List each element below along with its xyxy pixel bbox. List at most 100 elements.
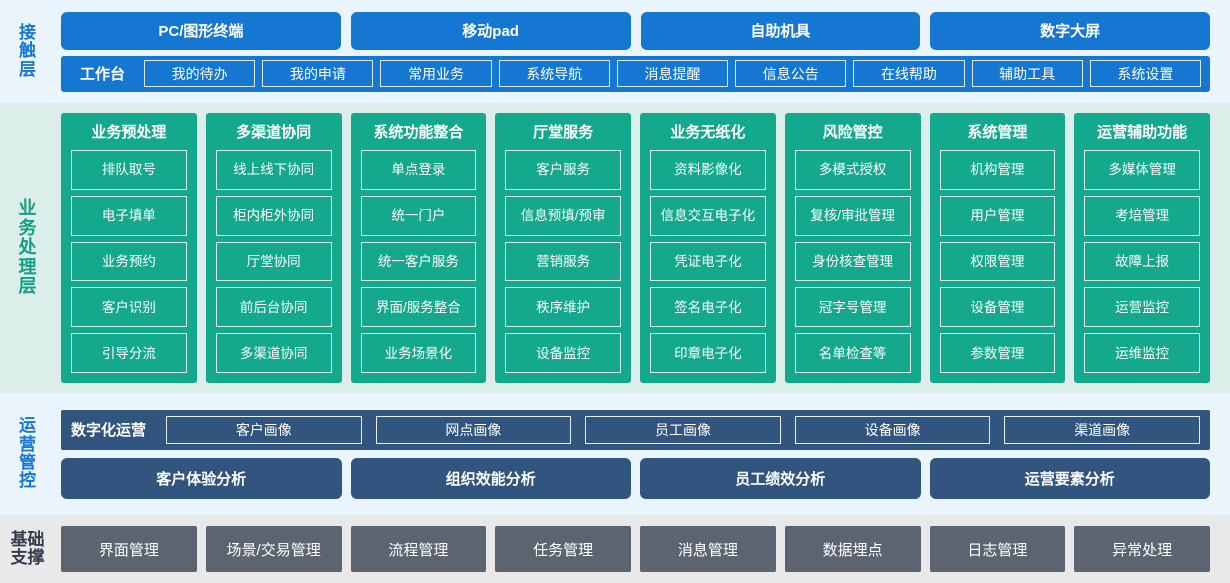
column-item[interactable]: 客户识别 — [71, 287, 187, 328]
column-item[interactable]: 运维监控 — [1084, 333, 1200, 373]
portrait-item-branch[interactable]: 网点画像 — [375, 415, 572, 444]
column-item[interactable]: 故障上报 — [1084, 241, 1200, 282]
channel-pill-digital-screen[interactable]: 数字大屏 — [930, 11, 1210, 50]
business-column-operation-support: 运营辅助功能 多媒体管理 考培管理 故障上报 运营监控 运维监控 — [1074, 113, 1210, 383]
foundation-item-task-management[interactable]: 任务管理 — [495, 526, 631, 572]
layer-business-label-char: 处 — [18, 237, 37, 258]
digital-operations-title: 数字化运营 — [71, 422, 147, 439]
layer-business-label: 业 务 处 理 层 — [0, 103, 55, 393]
foundation-item-scenario-transaction[interactable]: 场景/交易管理 — [205, 526, 342, 572]
column-item[interactable]: 前后台协同 — [215, 287, 332, 328]
business-column-system-integration: 系统功能整合 单点登录 统一门户 统一客户服务 界面/服务整合 业务场景化 — [350, 113, 487, 383]
layer-business-body: 业务预处理 排队取号 电子填单 业务预约 客户识别 引导分流 多渠道协同 线上线… — [55, 103, 1230, 393]
analysis-item-operation-factors[interactable]: 运营要素分析 — [929, 457, 1210, 499]
column-title: 多渠道协同 — [236, 124, 312, 141]
column-item[interactable]: 统一客户服务 — [360, 241, 477, 282]
column-item[interactable]: 名单检查等 — [794, 333, 911, 373]
column-item[interactable]: 机构管理 — [939, 150, 1056, 190]
business-column-multichannel: 多渠道协同 线上线下协同 柜内柜外协同 厅堂协同 前后台协同 多渠道协同 — [205, 113, 342, 383]
layer-channel-label: 接 触 层 — [0, 0, 55, 103]
column-item[interactable]: 印章电子化 — [650, 333, 766, 373]
layer-foundation-label-char: 支撑 — [10, 548, 45, 567]
column-item[interactable]: 多渠道协同 — [215, 333, 332, 373]
workbench-item-system-settings[interactable]: 系统设置 — [1089, 60, 1201, 87]
column-item[interactable]: 信息交互电子化 — [650, 195, 766, 236]
column-item[interactable]: 设备管理 — [939, 287, 1056, 328]
business-column-paperless: 业务无纸化 资料影像化 信息交互电子化 凭证电子化 签名电子化 印章电子化 — [640, 113, 776, 383]
analysis-item-customer-experience[interactable]: 客户体验分析 — [61, 457, 342, 499]
column-item[interactable]: 业务预约 — [71, 241, 187, 282]
foundation-item-data-tracking[interactable]: 数据埋点 — [784, 526, 921, 572]
channel-pill-mobile-pad[interactable]: 移动pad — [350, 11, 631, 50]
portrait-item-employee[interactable]: 员工画像 — [585, 415, 781, 444]
column-item[interactable]: 电子填单 — [71, 195, 187, 236]
foundation-item-process-management[interactable]: 流程管理 — [350, 526, 487, 572]
layer-foundation: 基础 支撑 界面管理 场景/交易管理 流程管理 任务管理 消息管理 数据埋点 日… — [0, 515, 1230, 583]
business-column-lobby-service: 厅堂服务 客户服务 信息预填/预审 营销服务 秩序维护 设备监控 — [495, 113, 631, 383]
column-item[interactable]: 营销服务 — [505, 241, 621, 282]
workbench-item-my-todo[interactable]: 我的待办 — [144, 60, 256, 87]
portrait-item-channel[interactable]: 渠道画像 — [1004, 415, 1200, 444]
column-item[interactable]: 多模式授权 — [794, 150, 911, 190]
analysis-item-org-efficiency[interactable]: 组织效能分析 — [350, 457, 631, 499]
column-item[interactable]: 统一门户 — [360, 195, 477, 236]
column-item[interactable]: 信息预填/预审 — [505, 195, 621, 236]
column-item[interactable]: 复核/审批管理 — [794, 195, 911, 236]
workbench-item-announcement[interactable]: 信息公告 — [735, 60, 847, 87]
column-item[interactable]: 引导分流 — [71, 333, 187, 373]
column-title: 运营辅助功能 — [1097, 124, 1188, 141]
column-item[interactable]: 资料影像化 — [650, 150, 766, 190]
workbench-item-system-navigation[interactable]: 系统导航 — [498, 60, 610, 87]
column-item[interactable]: 柜内柜外协同 — [215, 195, 332, 236]
portrait-item-customer[interactable]: 客户画像 — [166, 415, 362, 444]
column-title: 业务无纸化 — [670, 124, 746, 141]
analysis-item-employee-performance[interactable]: 员工绩效分析 — [640, 457, 921, 499]
column-item[interactable]: 单点登录 — [360, 150, 477, 190]
column-item[interactable]: 凭证电子化 — [650, 241, 766, 282]
layer-operations-label-char: 运 — [19, 416, 36, 436]
column-title: 系统功能整合 — [373, 124, 464, 141]
portrait-item-device[interactable]: 设备画像 — [794, 415, 991, 444]
column-item[interactable]: 考培管理 — [1084, 195, 1200, 236]
column-item[interactable]: 秩序维护 — [505, 287, 621, 328]
column-title: 业务预处理 — [91, 124, 167, 141]
layer-channel-label-char: 接 — [19, 22, 36, 42]
column-item[interactable]: 参数管理 — [939, 333, 1056, 373]
layer-business-label-char: 务 — [18, 217, 37, 238]
column-item[interactable]: 线上线下协同 — [215, 150, 332, 190]
layer-operations: 运 营 管 控 数字化运营 客户画像 网点画像 员工画像 设备画像 渠道画像 客… — [0, 393, 1230, 515]
column-item[interactable]: 设备监控 — [505, 333, 621, 373]
column-item[interactable]: 界面/服务整合 — [360, 287, 477, 328]
layer-foundation-body: 界面管理 场景/交易管理 流程管理 任务管理 消息管理 数据埋点 日志管理 异常… — [55, 515, 1230, 583]
foundation-item-exception-handling[interactable]: 异常处理 — [1074, 526, 1210, 572]
column-item[interactable]: 权限管理 — [939, 241, 1056, 282]
foundation-item-ui-management[interactable]: 界面管理 — [61, 526, 197, 572]
workbench-item-aux-tools[interactable]: 辅助工具 — [971, 60, 1083, 87]
workbench-item-my-application[interactable]: 我的申请 — [262, 60, 374, 87]
channel-pill-row: PC/图形终端 移动pad 自助机具 数字大屏 — [61, 11, 1210, 50]
layer-foundation-label: 基础 支撑 — [0, 515, 55, 583]
column-item[interactable]: 多媒体管理 — [1084, 150, 1200, 190]
workbench-item-message-alert[interactable]: 消息提醒 — [616, 60, 729, 87]
business-column-grid: 业务预处理 排队取号 电子填单 业务预约 客户识别 引导分流 多渠道协同 线上线… — [61, 113, 1210, 383]
foundation-item-log-management[interactable]: 日志管理 — [929, 526, 1066, 572]
column-item[interactable]: 签名电子化 — [650, 287, 766, 328]
layer-business-label-char: 理 — [18, 256, 37, 277]
column-item[interactable]: 厅堂协同 — [215, 241, 332, 282]
channel-pill-self-service[interactable]: 自助机具 — [640, 11, 921, 50]
workbench-item-common-business[interactable]: 常用业务 — [380, 60, 492, 87]
column-item[interactable]: 客户服务 — [505, 150, 621, 190]
layer-channel-label-char: 层 — [19, 59, 36, 79]
workbench-item-online-help[interactable]: 在线帮助 — [853, 60, 965, 87]
column-item[interactable]: 业务场景化 — [360, 333, 477, 373]
column-item[interactable]: 用户管理 — [939, 195, 1056, 236]
analysis-row: 客户体验分析 组织效能分析 员工绩效分析 运营要素分析 — [61, 457, 1210, 499]
channel-pill-pc[interactable]: PC/图形终端 — [61, 11, 341, 50]
layer-foundation-label-char: 基础 — [10, 530, 45, 550]
column-item[interactable]: 排队取号 — [71, 150, 187, 190]
column-item[interactable]: 身份核查管理 — [794, 241, 911, 282]
column-item[interactable]: 冠字号管理 — [794, 287, 911, 328]
foundation-item-message-management[interactable]: 消息管理 — [640, 526, 776, 572]
column-item[interactable]: 运营监控 — [1084, 287, 1200, 328]
